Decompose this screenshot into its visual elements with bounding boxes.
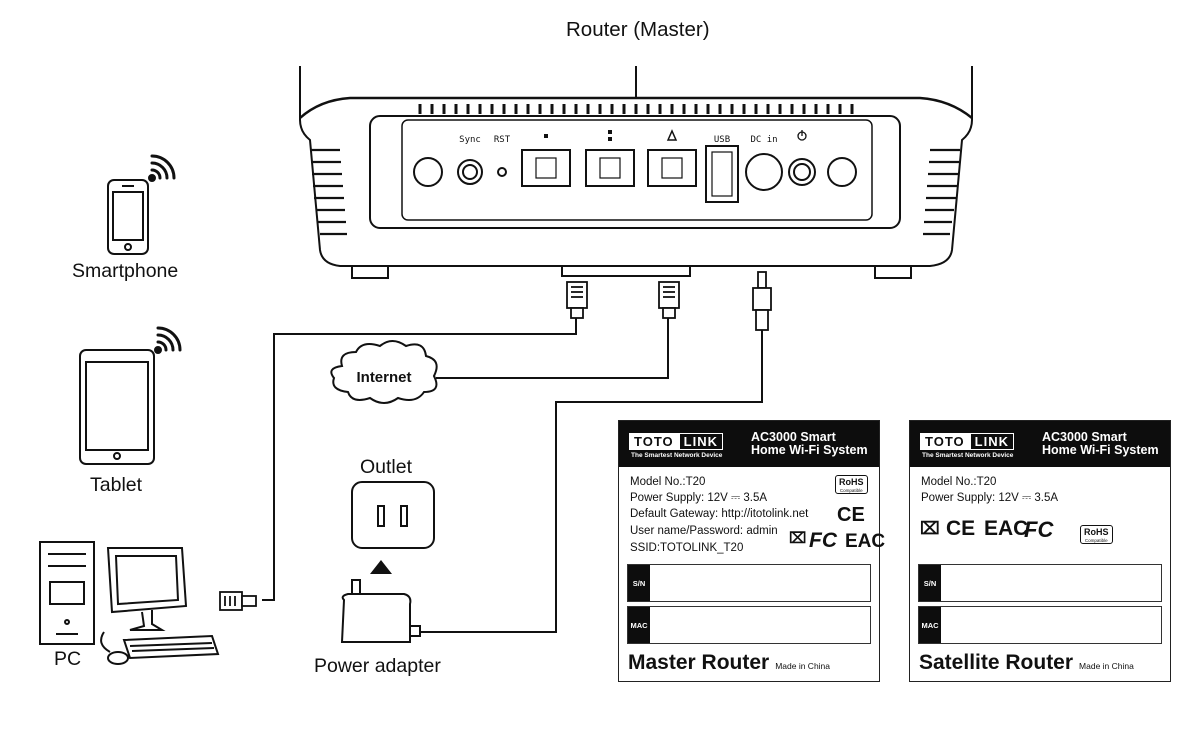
label-header: TOTO LINK The Smartest Network Device AC… [619, 421, 879, 467]
power-supply: Power Supply: 12V ⎓ 3.5A [630, 492, 768, 504]
router-port-labels: Sync RST USB DC in [459, 135, 777, 145]
dc-in-port-label: DC in [750, 135, 777, 145]
label-title: Master Router Made in China [628, 651, 830, 675]
product-line-1: AC3000 Smart [751, 430, 836, 444]
logo-text-left: TOTO [920, 433, 970, 450]
wifi-signal-icon [154, 326, 182, 354]
ce-mark: CE [837, 504, 865, 526]
router-illustration [299, 66, 973, 279]
logo-tagline: The Smartest Network Device [922, 452, 1014, 459]
port-glyphs [544, 129, 807, 141]
mac-address-box: MAC [627, 606, 871, 644]
rst-port-label: RST [494, 135, 511, 145]
logo-text-right: LINK [969, 433, 1014, 450]
outlet-icon [351, 481, 435, 549]
product-line-2: Home Wi-Fi System [1042, 443, 1159, 457]
logo-tagline: The Smartest Network Device [631, 452, 723, 459]
tablet-icon [79, 349, 155, 465]
power-supply: Power Supply: 12V ⎓ 3.5A [921, 492, 1059, 504]
logo-text-right: LINK [678, 433, 723, 450]
master-router-label: TOTO LINK The Smartest Network Device AC… [618, 420, 885, 682]
tablet-label: Tablet [90, 474, 143, 496]
plug-arrow-icon [370, 560, 392, 574]
smartphone-label: Smartphone [72, 260, 179, 282]
weee-bin-icon: ⌧ [920, 519, 940, 538]
product-line-2: Home Wi-Fi System [751, 443, 868, 457]
eac-mark: EAC [984, 517, 1029, 540]
satellite-router-label: TOTO LINK The Smartest Network Device AC… [909, 420, 1171, 682]
outlet-label: Outlet [360, 456, 413, 478]
internet-label: Internet [356, 369, 411, 386]
serial-number-box: S/N [918, 564, 1162, 602]
mac-tab: MAC [628, 607, 650, 643]
mac-tab: MAC [919, 607, 941, 643]
rohs-text: RoHS [1084, 527, 1109, 537]
rohs-subtext: Compatible [1084, 538, 1108, 543]
fc-mark: FC [809, 529, 837, 552]
product-line-1: AC3000 Smart [1042, 430, 1127, 444]
rohs-subtext: Compatible [839, 488, 863, 493]
model-number: Model No.:T20 [921, 476, 997, 488]
credentials: User name/Password: admin [630, 525, 778, 537]
fc-mark: FC [1024, 517, 1054, 542]
ce-mark: CE [946, 517, 976, 540]
sn-tab: S/N [919, 565, 941, 601]
mac-address-box: MAC [918, 606, 1162, 644]
model-number: Model No.:T20 [630, 476, 706, 488]
cables [262, 318, 763, 633]
rohs-mark: RoHS Compatible [835, 475, 868, 494]
totolink-logo: TOTO LINK [920, 433, 1014, 450]
master-router-title: Master Router [628, 651, 770, 674]
satellite-router-title: Satellite Router [919, 651, 1074, 674]
totolink-logo: TOTO LINK [629, 433, 723, 450]
cable-connectors [219, 271, 772, 611]
product-name: AC3000 Smart Home Wi-Fi System [751, 431, 868, 457]
smartphone-icon [107, 179, 149, 255]
pc-label: PC [54, 648, 82, 670]
eac-mark: EAC [845, 531, 886, 552]
wifi-signal-icon [148, 154, 176, 182]
made-in-text: Made in China [775, 661, 831, 671]
default-gateway: Default Gateway: http://itotolink.net [630, 508, 809, 520]
power-adapter-label: Power adapter [314, 655, 441, 677]
product-name: AC3000 Smart Home Wi-Fi System [1042, 431, 1159, 457]
usb-port-label: USB [714, 135, 730, 145]
label-header: TOTO LINK The Smartest Network Device AC… [910, 421, 1170, 467]
made-in-text: Made in China [1079, 661, 1134, 671]
serial-number-box: S/N [627, 564, 871, 602]
power-adapter-icon [340, 579, 421, 643]
weee-bin-icon: ⌧ [789, 530, 807, 547]
label-title: Satellite Router Made in China [919, 651, 1134, 675]
sn-tab: S/N [628, 565, 650, 601]
rohs-text: RoHS [839, 477, 864, 487]
logo-text-left: TOTO [629, 433, 679, 450]
internet-cloud: Internet [330, 340, 438, 404]
rohs-mark: RoHS Compatible [1080, 525, 1113, 544]
ssid: SSID:TOTOLINK_T20 [630, 542, 744, 554]
sync-port-label: Sync [459, 135, 481, 145]
pc-illustration [39, 541, 220, 665]
router-master-title: Router (Master) [566, 18, 710, 41]
